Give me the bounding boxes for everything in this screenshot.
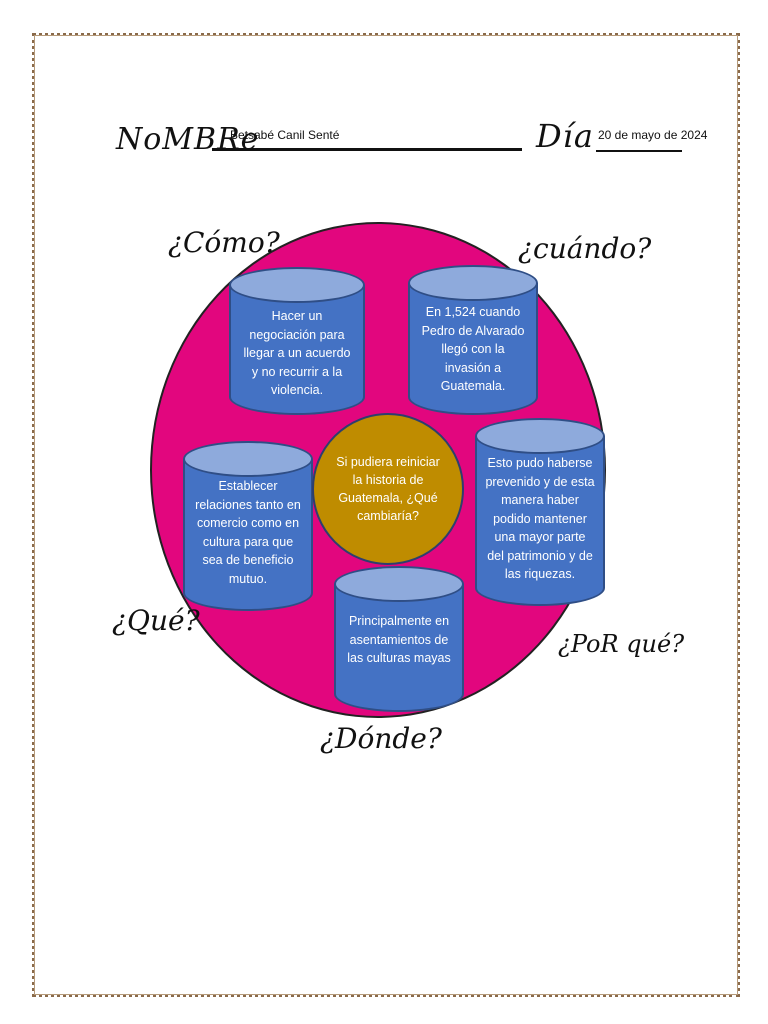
- nombre-underline: [212, 148, 522, 151]
- dia-underline: [596, 150, 682, 152]
- question-como: ¿Cómo?: [168, 226, 280, 259]
- answer-donde: Principalmente en asentamientos de las c…: [347, 614, 451, 665]
- question-cuando: ¿cuándo?: [518, 232, 652, 265]
- dia-value: 20 de mayo de 2024: [598, 128, 708, 142]
- answer-porque: Esto pudo haberse prevenido y de esta ma…: [485, 456, 595, 581]
- cylinder-porque: Esto pudo haberse prevenido y de esta ma…: [475, 418, 605, 606]
- answer-como: Hacer un negociación para llegar a un ac…: [243, 309, 351, 397]
- nombre-value: Betsabé Canil Senté: [230, 128, 340, 142]
- cylinder-top: [229, 267, 365, 303]
- center-question-circle: Si pudiera reiniciar la historia de Guat…: [312, 413, 464, 565]
- cylinder-top: [334, 566, 464, 602]
- question-que: ¿Qué?: [112, 604, 200, 637]
- dia-label: Día: [536, 117, 594, 155]
- cylinder-como: Hacer un negociación para llegar a un ac…: [229, 267, 365, 415]
- nombre-label: NoMBRe: [116, 122, 260, 157]
- answer-que: Establecer relaciones tanto en comercio …: [195, 479, 301, 586]
- cylinder-que: Establecer relaciones tanto en comercio …: [183, 441, 313, 611]
- center-question: Si pudiera reiniciar la historia de Guat…: [336, 455, 440, 523]
- cylinder-top: [183, 441, 313, 477]
- cylinder-donde: Principalmente en asentamientos de las c…: [334, 566, 464, 712]
- answer-cuando: En 1,524 cuando Pedro de Alvarado llegó …: [421, 305, 525, 393]
- cylinder-cuando: En 1,524 cuando Pedro de Alvarado llegó …: [408, 265, 538, 415]
- cylinder-top: [475, 418, 605, 454]
- question-donde: ¿Dónde?: [320, 722, 442, 755]
- question-porque: ¿PoR qué?: [558, 630, 685, 658]
- page-border: [32, 33, 740, 997]
- cylinder-top: [408, 265, 538, 301]
